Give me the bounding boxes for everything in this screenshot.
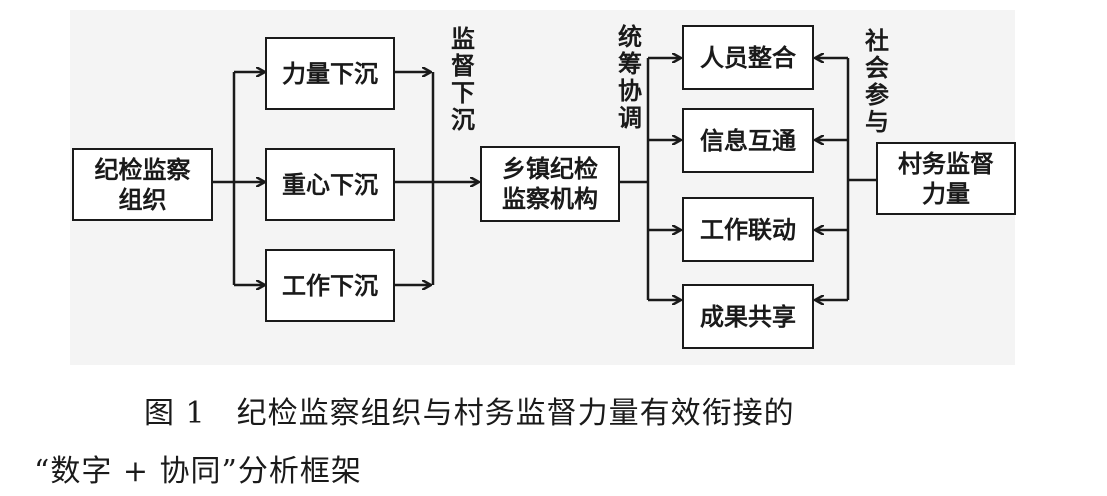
figure-caption-line1: 图 1 纪检监察组织与村务监督力量有效衔接的 xyxy=(144,396,795,431)
framework-diagram: 纪检监察 组织 力量下沉 重心下沉 工作下沉 监督下沉 乡镇纪检 监察机构 统筹… xyxy=(70,0,1016,370)
label-supervision-down: 监督下沉 xyxy=(451,25,475,134)
node-personnel-integration: 人员整合 xyxy=(682,25,814,90)
node-focus-down: 重心下沉 xyxy=(265,148,395,221)
node-work-linkage: 工作联动 xyxy=(682,197,814,262)
node-work-down: 工作下沉 xyxy=(265,249,395,322)
node-township-office: 乡镇纪检 监察机构 xyxy=(480,146,620,222)
node-village-supervision: 村务监督 力量 xyxy=(876,142,1016,215)
label-social-participation: 社会参与 xyxy=(865,27,889,136)
node-force-down: 力量下沉 xyxy=(265,37,395,110)
label-coordination: 统筹协调 xyxy=(618,23,642,132)
connector-layer xyxy=(213,0,876,370)
figure-caption-line2: “数字 + 协同”分析框架 xyxy=(34,454,362,489)
node-result-sharing: 成果共享 xyxy=(682,284,814,349)
node-discipline-org: 纪检监察 组织 xyxy=(72,148,213,221)
node-info-exchange: 信息互通 xyxy=(682,108,814,173)
